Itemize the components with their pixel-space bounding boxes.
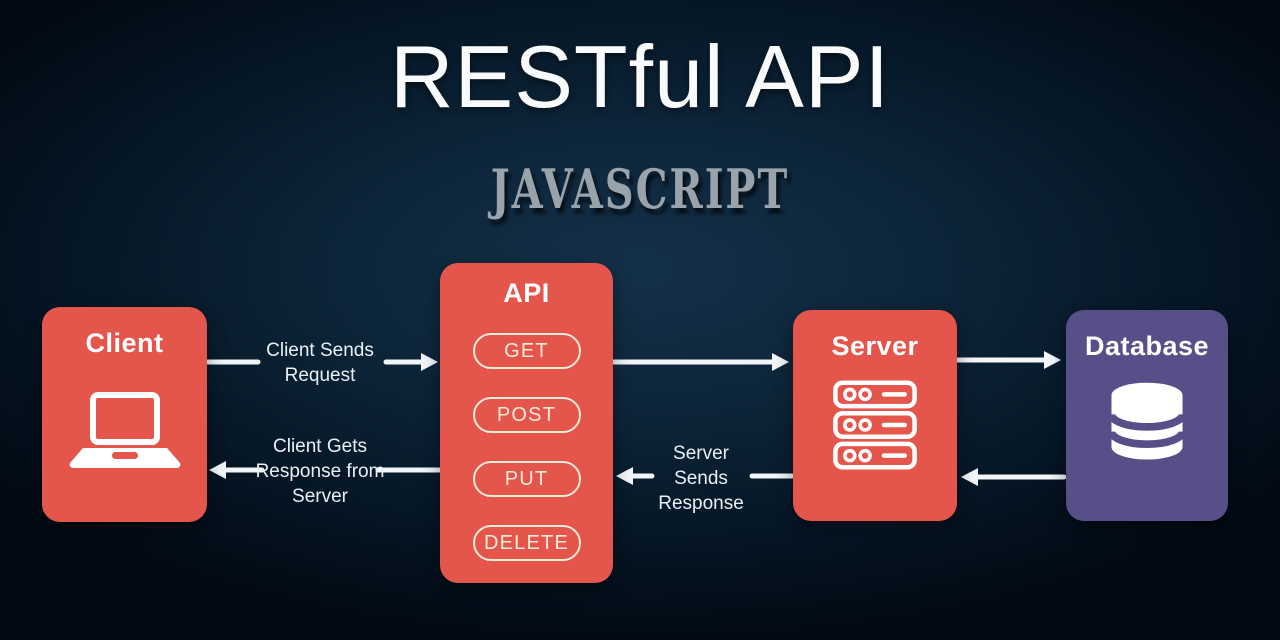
- api-label: API: [503, 278, 550, 308]
- client-label: Client: [85, 328, 164, 358]
- server-rack-icon: [833, 380, 917, 470]
- laptop-icon: [69, 392, 180, 468]
- subtitle-wrap: JAVASCRIPT: [0, 158, 1280, 221]
- node-server: Server: [793, 310, 957, 521]
- arrow-server-to-api: [616, 467, 795, 485]
- arrow-api-to-server: [611, 353, 789, 371]
- flow-label-client-sends-request: Client Sends Request: [266, 340, 374, 386]
- method-pill-delete: DELETE: [472, 525, 581, 561]
- node-api: API GET POST PUT DELETE: [440, 263, 613, 583]
- arrow-client-to-api: [205, 353, 438, 371]
- flow-label-client-gets-response: Client Gets Response from Server: [255, 436, 385, 507]
- http-methods-list: GET POST PUT DELETE: [472, 333, 581, 561]
- method-pill-get: GET: [472, 333, 581, 369]
- page-title: RESTful API: [389, 27, 891, 126]
- method-pill-put: PUT: [472, 461, 581, 497]
- method-pill-post: POST: [472, 397, 581, 433]
- database-icon: [1107, 382, 1187, 460]
- arrow-api-to-client: [209, 461, 442, 479]
- node-database: Database: [1066, 310, 1228, 521]
- subtitle: JAVASCRIPT: [490, 158, 790, 222]
- server-label: Server: [831, 331, 919, 361]
- flow-label-server-sends-response: Server Sends Response: [658, 443, 744, 514]
- database-label: Database: [1084, 331, 1210, 361]
- arrow-server-to-database: [955, 351, 1061, 369]
- arrow-database-to-server: [961, 468, 1067, 486]
- node-client: Client: [42, 307, 207, 522]
